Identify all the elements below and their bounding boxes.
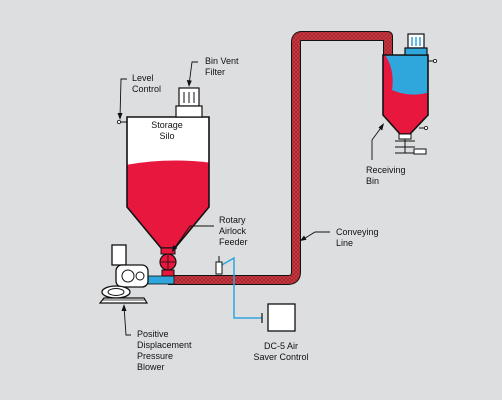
rotary-feeder-line-3: Feeder <box>219 237 248 247</box>
label-conveying-line: Conveying Line <box>336 227 379 248</box>
conveying-line-pipe <box>168 31 393 285</box>
blower-line-1: Positive <box>137 329 169 339</box>
rotary-feeder-line-1: Rotary <box>219 215 246 225</box>
label-bin-vent-filter: Bin Vent Filter <box>205 56 239 77</box>
receiving-bin <box>382 33 437 155</box>
rotary-feeder-line-2: Airlock <box>219 226 247 236</box>
leader-bin-vent-filter <box>188 61 198 86</box>
label-storage-silo: Storage Silo <box>151 120 183 141</box>
dc5-air-saver <box>215 256 296 332</box>
blower-line-2: Displacement <box>137 340 192 350</box>
pd-blower <box>98 244 149 304</box>
label-rotary-airlock-feeder: Rotary Airlock Feeder <box>219 215 248 247</box>
leader-level-control <box>119 78 127 119</box>
leader-rotary-feeder <box>172 225 214 251</box>
bin-vent-filter <box>175 87 203 118</box>
dc5-line-2: Saver Control <box>253 352 308 362</box>
dc5-line-1: DC-5 Air <box>264 341 298 351</box>
receiving-bin-line-2: Bin <box>366 176 379 186</box>
level-control-line-2: Control <box>132 84 161 94</box>
bin-vent-filter-line-1: Bin Vent <box>205 56 239 66</box>
storage-silo-line-2: Silo <box>159 131 174 141</box>
leader-conveying-line <box>301 231 330 241</box>
arrowheads <box>117 80 384 311</box>
rotary-airlock-feeder <box>159 247 177 277</box>
conveying-line-line-1: Conveying <box>336 227 379 237</box>
blower-line-4: Blower <box>137 362 165 372</box>
blower-line-3: Pressure <box>137 351 173 361</box>
leader-blower <box>123 305 131 336</box>
label-blower: Positive Displacement Pressure Blower <box>137 329 192 372</box>
receiving-bin-line-1: Receiving <box>366 165 406 175</box>
air-supply-line <box>145 275 175 285</box>
label-dc5-control: DC-5 Air Saver Control <box>253 341 308 362</box>
leader-receiving-bin <box>371 124 384 160</box>
level-control-line-1: Level <box>132 73 154 83</box>
bin-vent-filter-line-2: Filter <box>205 67 225 77</box>
label-receiving-bin: Receiving Bin <box>366 165 406 186</box>
conveying-line-line-2: Line <box>336 238 353 248</box>
label-level-control: Level Control <box>132 73 161 94</box>
storage-silo-line-1: Storage <box>151 120 183 130</box>
leader-lines <box>119 61 384 336</box>
